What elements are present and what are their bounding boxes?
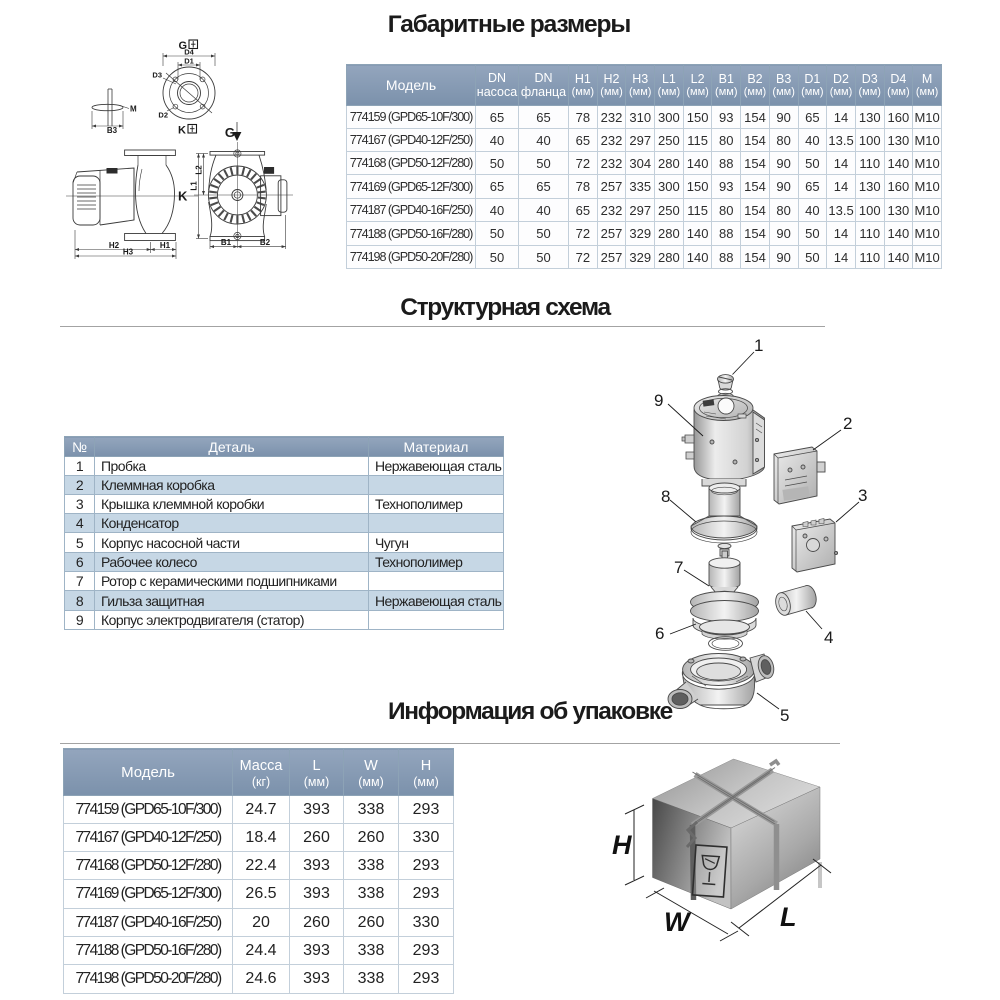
svg-text:H: H (612, 830, 632, 860)
svg-text:L: L (780, 902, 797, 932)
svg-text:7: 7 (674, 558, 683, 577)
svg-text:M: M (130, 105, 137, 114)
svg-text:D4: D4 (184, 48, 194, 57)
svg-text:K: K (178, 125, 186, 137)
svg-text:H3: H3 (123, 248, 134, 257)
svg-text:D3: D3 (152, 71, 162, 80)
svg-text:H1: H1 (160, 241, 171, 250)
svg-text:G: G (225, 125, 235, 140)
svg-text:B3: B3 (107, 126, 118, 135)
svg-text:W: W (664, 907, 692, 937)
svg-text:B2: B2 (260, 238, 271, 247)
svg-text:3: 3 (858, 486, 867, 505)
svg-text:1: 1 (754, 336, 763, 355)
svg-text:D1: D1 (184, 57, 194, 66)
svg-text:H2: H2 (109, 241, 120, 250)
svg-text:L1: L1 (190, 181, 199, 191)
svg-text:G: G (178, 40, 187, 52)
svg-text:4: 4 (824, 628, 833, 647)
svg-text:D2: D2 (158, 111, 168, 120)
svg-text:K: K (178, 189, 188, 204)
svg-text:8: 8 (661, 487, 670, 506)
svg-text:2: 2 (843, 414, 852, 433)
svg-text:B1: B1 (221, 238, 232, 247)
svg-text:9: 9 (654, 391, 663, 410)
svg-text:6: 6 (655, 624, 664, 643)
svg-text:L2: L2 (195, 165, 204, 175)
svg-text:5: 5 (780, 706, 789, 725)
